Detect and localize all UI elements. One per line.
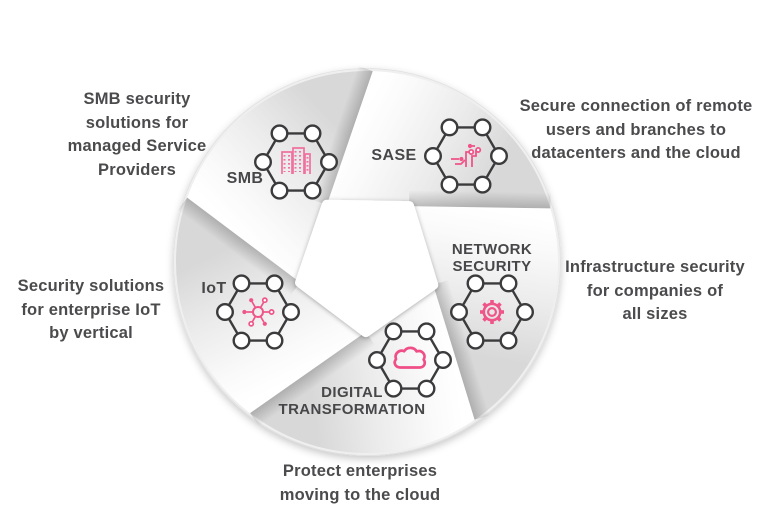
text-line: Security solutions	[17, 277, 165, 295]
segment-label-digital-transformation: DIGITAL TRANSFORMATION	[279, 384, 426, 418]
text-line: Infrastructure security	[565, 258, 745, 276]
buildings-icon	[254, 124, 338, 200]
segment-label-smb: SMB	[227, 170, 264, 187]
blade-iot	[175, 197, 366, 414]
text-line: moving to the cloud	[279, 485, 441, 504]
hub-icon	[216, 274, 300, 350]
label-line: IoT	[201, 280, 227, 297]
text-line: by vertical	[49, 324, 133, 342]
label-line: NETWORK	[451, 241, 533, 258]
text-line: SMB security	[83, 90, 191, 108]
center-aperture-hole	[295, 199, 439, 337]
blade-smb	[187, 71, 373, 283]
gear-icon	[450, 274, 534, 350]
description-digital-transformation: Protect enterprises moving to the cloud	[280, 460, 441, 507]
segment-label-network-security: NETWORK SECURITY	[452, 241, 532, 275]
label-line: SECURITY	[452, 258, 532, 275]
seam-shadow	[177, 197, 301, 296]
text-line: for companies of	[586, 281, 724, 300]
seam-shadow	[409, 190, 551, 209]
label-line: DIGITAL	[321, 384, 383, 401]
circuit-icon	[424, 118, 508, 194]
label-line: TRANSFORMATION	[278, 401, 426, 418]
text-line: all sizes	[622, 305, 688, 323]
text-line: managed Service	[67, 137, 207, 155]
description-network-security: Infrastructure security for companies of…	[565, 256, 745, 327]
seam-shadow	[433, 280, 490, 420]
description-smb: SMB security solutions for managed Servi…	[68, 88, 207, 182]
blade-sase	[326, 71, 551, 209]
text-line: Secure connection of remote	[519, 97, 753, 115]
text-line: Providers	[98, 160, 176, 179]
label-line: SMB	[226, 170, 264, 187]
text-line: users and branches to	[545, 120, 727, 139]
blade-digital-transformation	[250, 284, 475, 454]
description-sase: Secure connection of remote users and br…	[520, 95, 753, 166]
text-line: solutions for	[85, 113, 189, 132]
text-line: Protect enterprises	[282, 462, 438, 480]
seam-shadow	[250, 332, 375, 427]
text-line: for enterprise IoT	[21, 300, 161, 319]
label-line: SASE	[371, 147, 417, 164]
segment-label-iot: IoT	[201, 280, 226, 297]
cloud-icon	[368, 322, 452, 398]
text-line: datacenters and the cloud	[531, 144, 741, 162]
description-iot: Security solutions for enterprise IoT by…	[18, 275, 165, 346]
segment-label-sase: SASE	[371, 147, 416, 164]
